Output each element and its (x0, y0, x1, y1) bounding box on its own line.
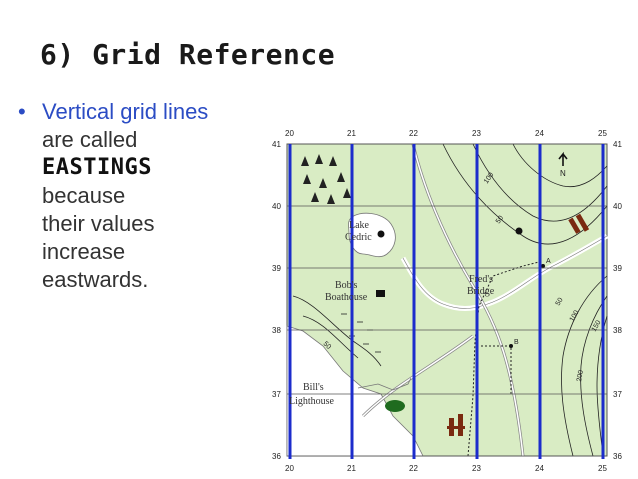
lake-cedric (348, 212, 396, 258)
north-arrow-icon (558, 151, 568, 166)
bullet-line-1: Vertical grid lines (42, 99, 209, 124)
footpath (467, 260, 544, 457)
northing-left-label: 36 (272, 452, 281, 461)
easting-top-label: 24 (535, 129, 544, 138)
easting-bottom-label: 22 (409, 464, 418, 473)
northing-right-label: 41 (613, 140, 622, 149)
bridge-label-line2: Bridge (467, 286, 495, 297)
map-land (286, 143, 608, 457)
bullet-dot: • (18, 99, 26, 124)
bullet-text: Vertical grid lines are called EASTINGS … (42, 98, 208, 294)
island-icon (385, 400, 405, 412)
easting-bottom-label: 20 (285, 464, 294, 473)
bullet-line-6: increase (42, 239, 126, 264)
northing-right-label: 38 (613, 326, 622, 335)
boathouse-label-line1: Bob's (335, 280, 357, 291)
point-b-marker (509, 344, 513, 348)
contour-line (561, 275, 608, 457)
bullet-keyword-eastings: EASTINGS (42, 155, 152, 180)
northing-right-label: 39 (613, 264, 622, 273)
point-a-marker (541, 264, 545, 268)
point-a-label: A (546, 258, 551, 265)
northing-lines (287, 143, 607, 457)
boathouse-icon (376, 290, 385, 297)
lake-label-line2: Cedric (345, 232, 372, 243)
bridge-label-line1: Fred's (469, 274, 493, 285)
bullet-line-7: eastwards. (42, 267, 149, 292)
lighthouse-label-line2: Lighthouse (289, 396, 335, 407)
contour-label: 100 (569, 309, 581, 323)
contour-label: 50 (322, 340, 333, 351)
northing-left-label: 38 (272, 326, 281, 335)
easting-top-label: 20 (285, 129, 294, 138)
easting-bottom-label: 23 (472, 464, 481, 473)
lake-label-line1: Lake (349, 220, 370, 231)
easting-bottom-label: 21 (347, 464, 356, 473)
contour-label: 50 (495, 215, 505, 225)
forest (301, 154, 351, 204)
bullet-line-4: because (42, 183, 126, 208)
picnic-icon-north (568, 213, 590, 234)
northing-right-label: 40 (613, 202, 622, 211)
northing-left-label: 39 (272, 264, 281, 273)
contour-label: 150 (591, 319, 603, 333)
easting-bottom-label: 24 (535, 464, 544, 473)
north-label: N (560, 169, 566, 178)
map-svg: 20 21 22 23 24 25 20 21 22 23 24 25 41 4… (272, 129, 622, 473)
northing-left-label: 41 (272, 140, 281, 149)
road-center (412, 143, 524, 457)
contour-line (580, 295, 608, 457)
northing-right-label: 37 (613, 390, 622, 399)
easting-top-label: 25 (598, 129, 607, 138)
bullet-line-5: their values (42, 211, 155, 236)
contour-label: 50 (555, 297, 565, 307)
northing-left-label: 37 (272, 390, 281, 399)
slide-title: 6) Grid Reference (40, 38, 336, 71)
boathouse-label-line2: Boathouse (325, 292, 368, 303)
contour-line (442, 143, 608, 245)
easting-top-label: 23 (472, 129, 481, 138)
river-edge (402, 235, 608, 309)
contour-line (512, 143, 608, 188)
lake-point-icon (377, 230, 385, 238)
northing-right-label: 36 (613, 452, 622, 461)
bullet-line-2: are called (42, 127, 138, 152)
grid-map: 20 21 22 23 24 25 20 21 22 23 24 25 41 4… (263, 126, 633, 476)
landmark-point-icon (515, 227, 523, 235)
easting-lines (288, 144, 605, 459)
easting-top-label: 22 (409, 129, 418, 138)
point-b-label: B (514, 339, 519, 346)
easting-bottom-label: 25 (598, 464, 607, 473)
contour-label: 200 (576, 370, 585, 383)
northing-left-label: 40 (272, 202, 281, 211)
picnic-icon (447, 414, 465, 436)
easting-top-label: 21 (347, 129, 356, 138)
shore-detail (357, 377, 412, 391)
lighthouse-label-line1: Bill's (303, 382, 324, 393)
